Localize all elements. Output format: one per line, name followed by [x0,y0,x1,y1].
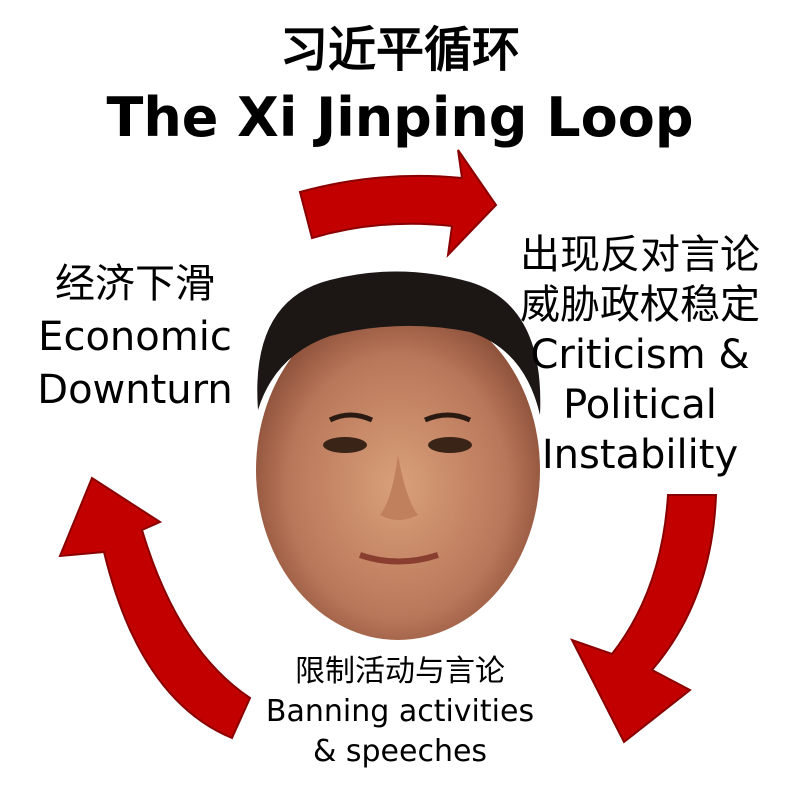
stage-criticism-english-3: Instability [541,432,739,478]
title-chinese: 习近平循环 [279,22,520,78]
stage-downturn-english: Economic [38,314,232,360]
arrow-right [569,494,718,744]
stage-criticism-english: Criticism & [530,332,750,378]
stage-banning-english: Banning activities [265,694,535,729]
stage-criticism: 出现反对言论 威胁政权稳定 Criticism & Political Inst… [515,230,765,480]
portrait-image [256,271,541,640]
stage-downturn-english-2: Downturn [37,367,233,413]
stage-downturn: 经济下滑 Economic Downturn [20,258,250,417]
stage-criticism-english-2: Political [563,382,717,428]
arrow-left [58,476,252,740]
title-english: The Xi Jinping Loop [106,86,694,149]
stage-criticism-chinese-2: 威胁政权稳定 [520,282,760,328]
arrow-top [298,149,498,258]
stage-criticism-chinese: 出现反对言论 [520,232,760,278]
stage-banning-english-2: & speeches [312,734,488,769]
stage-banning-chinese: 限制活动与言论 [295,654,505,689]
stage-downturn-chinese: 经济下滑 [55,261,215,307]
stage-banning: 限制活动与言论 Banning activities & speeches [240,652,560,772]
